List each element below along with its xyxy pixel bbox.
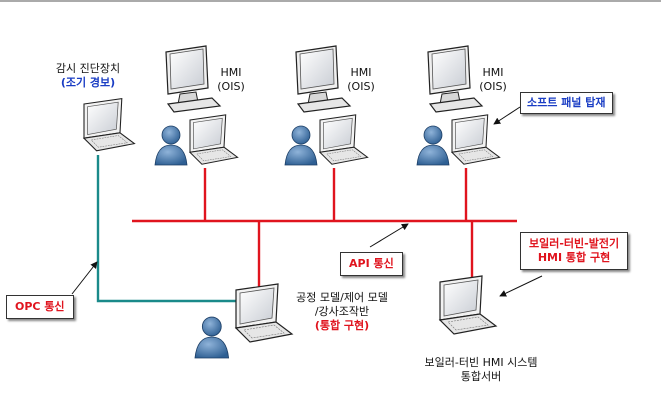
control-line2: /강사조작반 bbox=[314, 305, 370, 318]
hmi3-operator-icon bbox=[416, 125, 450, 166]
api-callout-arrow bbox=[369, 223, 409, 248]
control-label: 공정 모델/제어 모델 /강사조작반 (통합 구현) bbox=[280, 291, 404, 333]
hmi1-operator-icon bbox=[154, 125, 188, 166]
hmi2-line1: HMI bbox=[350, 66, 372, 79]
hmi1-line1: HMI bbox=[220, 66, 242, 79]
hmi1-monitor-icon bbox=[165, 45, 221, 113]
hmi3-laptop-icon bbox=[451, 114, 501, 165]
control-operator-icon bbox=[194, 316, 230, 359]
hmi1-line2: (OIS) bbox=[217, 80, 245, 93]
opc-callout-arrow bbox=[71, 261, 98, 295]
server-line1: 보일러-터빈 HMI 시스템 bbox=[424, 356, 538, 369]
hmi2-line2: (OIS) bbox=[347, 80, 375, 93]
hmi2-operator-icon bbox=[284, 125, 318, 166]
hmi3-label: HMI (OIS) bbox=[475, 66, 511, 94]
control-line1: 공정 모델/제어 모델 bbox=[296, 291, 388, 304]
integrated-callout-arrow bbox=[499, 275, 543, 297]
opc-callout: OPC 통신 bbox=[6, 295, 74, 319]
hmi3-line1: HMI bbox=[482, 66, 504, 79]
integrated-line1: 보일러-터빈-발전기 bbox=[529, 237, 620, 250]
hmi1-laptop-icon bbox=[189, 114, 239, 165]
hmi3-monitor-icon bbox=[427, 45, 483, 113]
monitor-title: 감시 진단장치 bbox=[55, 62, 121, 75]
server-label: 보일러-터빈 HMI 시스템 통합서버 bbox=[406, 356, 556, 384]
opc-link-line bbox=[96, 155, 250, 303]
hmi1-label: HMI (OIS) bbox=[213, 66, 249, 94]
software-panel-callout: 소프트 패널 탑재 bbox=[520, 92, 613, 114]
hmi3-line2: (OIS) bbox=[479, 80, 507, 93]
hmi2-label: HMI (OIS) bbox=[343, 66, 379, 94]
monitor-laptop-icon bbox=[83, 98, 135, 152]
api-callout: API 통신 bbox=[340, 252, 403, 276]
server-line2: 통합서버 bbox=[460, 370, 502, 383]
server-laptop-icon bbox=[439, 275, 497, 335]
integrated-line2: HMI 통합 구현 bbox=[537, 251, 611, 264]
control-line3: (통합 구현) bbox=[314, 319, 370, 332]
integrated-hmi-callout: 보일러-터빈-발전기 HMI 통합 구현 bbox=[520, 232, 629, 270]
hmi2-laptop-icon bbox=[319, 114, 369, 165]
monitor-label: 감시 진단장치 (조기 경보) bbox=[32, 62, 144, 90]
software-callout-arrow bbox=[493, 106, 521, 125]
monitor-subtitle: (조기 경보) bbox=[60, 76, 116, 89]
hmi2-monitor-icon bbox=[295, 45, 351, 113]
